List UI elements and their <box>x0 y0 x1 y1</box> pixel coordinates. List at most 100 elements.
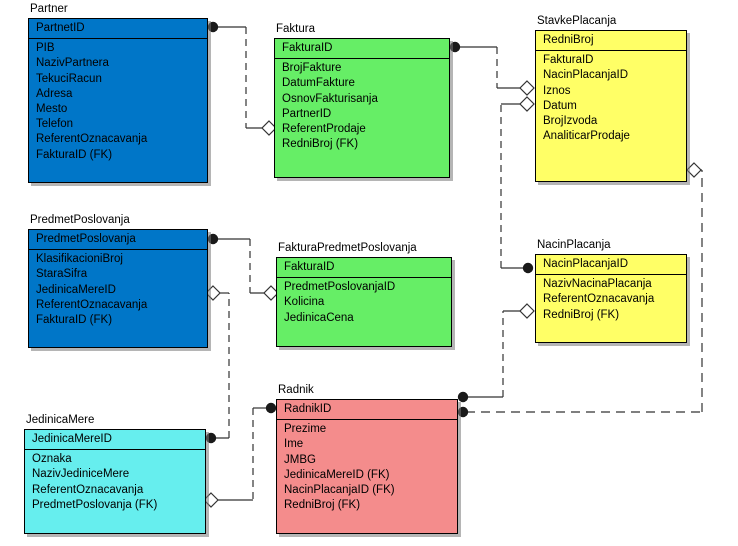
field-stavkeplacanja-attr-1: NacinPlacanjaID <box>543 69 629 82</box>
attr-section-jedinicamere: Oznaka NazivJediniceMere ReferentOznacav… <box>25 450 205 516</box>
entity-title-predmetposlovanja: PredmetPoslovanja <box>30 214 130 226</box>
pk-section-fakturapredmetposlovanja: FakturaID <box>277 258 451 279</box>
attr-section-partner: PIB NazivPartnera TekuciRacun Adresa Mes… <box>29 39 207 166</box>
pk-section-nacinplacanja: NacinPlacanjaID <box>536 255 686 276</box>
attr-section-stavkeplacanja: FakturaID NacinPlacanjaID Iznos Datum Br… <box>536 51 686 147</box>
link-partner-faktura <box>214 26 268 129</box>
entity-title-nacinplacanja: NacinPlacanja <box>537 239 611 251</box>
link-radnik-nacinplacanja <box>466 310 525 398</box>
field-stavkeplacanja-attr-2: Iznos <box>543 84 571 97</box>
field-fakturapredmetposlovanja-pk-0: FakturaID <box>284 261 335 273</box>
entity-box-predmetposlovanja[interactable]: PredmetPoslovanja KlasifikacioniBroj Sta… <box>28 229 208 348</box>
field-partner-attr-0: PIB <box>36 42 55 55</box>
field-partner-attr-3: Adresa <box>36 87 73 100</box>
entity-title-stavkeplacanja: StavkePlacanja <box>537 15 617 27</box>
field-faktura-attr-2: OsnovFakturisanja <box>282 92 378 105</box>
field-jedinicamere-attr-0: Oznaka <box>32 453 72 466</box>
field-fakturapredmetposlovanja-attr-1: Kolicina <box>284 296 325 309</box>
diamond-stavke-nacinplacanjaid <box>519 96 535 112</box>
link-radnik-jedinicamere <box>212 407 268 501</box>
field-stavkeplacanja-attr-4: BrojIzvoda <box>543 115 598 128</box>
attr-section-predmetposlovanja: KlasifikacioniBroj StaraSifra JedinicaMe… <box>29 250 207 331</box>
attr-section-radnik: Prezime Ime JMBG JedinicaMereID (FK) Nac… <box>277 420 457 516</box>
diamond-jedinicamere-predmet <box>203 492 219 508</box>
entity-box-partner[interactable]: PartnetID PIB NazivPartnera TekuciRacun … <box>28 18 208 183</box>
field-predmetposlovanja-attr-3: ReferentOznacavanja <box>36 298 148 311</box>
field-faktura-attr-0: BrojFakture <box>282 62 342 75</box>
field-nacinplacanja-attr-1: ReferentOznacavanja <box>543 293 655 306</box>
entity-title-radnik: Radnik <box>278 384 314 396</box>
field-stavkeplacanja-pk-0: RedniBroj <box>543 34 594 46</box>
field-partner-attr-4: Mesto <box>36 103 68 116</box>
dot-partner-pk <box>207 21 219 33</box>
field-partner-pk-0: PartnetID <box>36 22 85 34</box>
field-faktura-attr-5: RedniBroj (FK) <box>282 138 359 151</box>
field-nacinplacanja-attr-2: RedniBroj (FK) <box>543 308 620 321</box>
link-faktura-stavkeplacanja <box>456 46 525 89</box>
dot-faktura-pk <box>449 41 461 53</box>
field-partner-attr-1: NazivPartnera <box>36 57 109 70</box>
entity-box-radnik[interactable]: RadnikID Prezime Ime JMBG JedinicaMereID… <box>276 399 458 534</box>
field-predmetposlovanja-attr-4: FakturaID (FK) <box>36 314 113 327</box>
field-jedinicamere-attr-2: ReferentOznacavanja <box>32 483 144 496</box>
dot-predmetposlovanja-pk <box>207 233 219 245</box>
field-partner-attr-2: TekuciRacun <box>36 72 102 85</box>
field-nacinplacanja-pk-0: NacinPlacanjaID <box>543 258 629 270</box>
field-predmetposlovanja-attr-0: KlasifikacioniBroj <box>36 253 123 266</box>
pk-section-radnik: RadnikID <box>277 400 457 421</box>
field-radnik-pk-0: RadnikID <box>284 403 332 415</box>
pk-section-jedinicamere: JedinicaMereID <box>25 430 205 451</box>
field-radnik-attr-5: RedniBroj (FK) <box>284 499 361 512</box>
field-radnik-attr-4: NacinPlacanjaID (FK) <box>284 484 395 497</box>
dot-nacinplacanja-pk <box>522 262 534 274</box>
field-nacinplacanja-attr-0: NazivNacinaPlacanja <box>543 278 652 291</box>
field-partner-attr-6: ReferentOznacavanja <box>36 133 148 146</box>
field-jedinicamere-attr-1: NazivJediniceMere <box>32 468 130 481</box>
dot-radnik-pk-right-top <box>457 391 469 403</box>
field-stavkeplacanja-attr-5: AnaliticarProdaje <box>543 130 630 143</box>
field-faktura-pk-0: FakturaID <box>282 42 333 54</box>
field-radnik-attr-1: Ime <box>284 438 304 451</box>
entity-title-faktura: Faktura <box>276 23 315 35</box>
pk-section-partner: PartnetID <box>29 19 207 40</box>
field-fakturapredmetposlovanja-attr-0: PredmetPoslovanjaID <box>284 281 396 294</box>
link-nacinplacanja-stavkeplacanja <box>500 103 527 269</box>
field-fakturapredmetposlovanja-attr-2: JedinicaCena <box>284 311 354 324</box>
pk-section-faktura: FakturaID <box>275 39 449 60</box>
field-jedinicamere-pk-0: JedinicaMereID <box>32 433 112 445</box>
diamond-stavke-analiticar <box>686 162 702 178</box>
entity-title-jedinicamere: JedinicaMere <box>26 414 95 426</box>
entity-box-stavkeplacanja[interactable]: RedniBroj FakturaID NacinPlacanjaID Izno… <box>535 30 687 182</box>
diamond-stavke-fakturaid <box>519 80 535 96</box>
link-jedinicamere-predmetposlovanja <box>212 292 230 439</box>
dot-jedinicamere-pk <box>205 432 217 444</box>
field-predmetposlovanja-attr-2: JedinicaMereID <box>36 283 116 296</box>
field-faktura-attr-4: ReferentProdaje <box>282 123 366 136</box>
field-stavkeplacanja-attr-0: FakturaID <box>543 54 594 67</box>
field-partner-attr-5: Telefon <box>36 118 74 131</box>
field-jedinicamere-attr-3: PredmetPoslovanja (FK) <box>32 498 158 511</box>
field-faktura-attr-3: PartnerID <box>282 107 332 120</box>
entity-box-fakturapredmetposlovanja[interactable]: FakturaID PredmetPoslovanjaID Kolicina J… <box>276 257 452 347</box>
entity-title-fakturapredmetposlovanja: FakturaPredmetPoslovanja <box>278 242 417 254</box>
attr-section-nacinplacanja: NazivNacinaPlacanja ReferentOznacavanja … <box>536 275 686 326</box>
entity-box-faktura[interactable]: FakturaID BrojFakture DatumFakture Osnov… <box>274 38 450 178</box>
dot-radnik-pk-right-bottom <box>457 406 469 418</box>
field-faktura-attr-1: DatumFakture <box>282 77 355 90</box>
field-radnik-attr-2: JMBG <box>284 453 316 466</box>
field-stavkeplacanja-attr-3: Datum <box>543 99 577 112</box>
diamond-nacin-referent <box>519 303 535 319</box>
field-predmetposlovanja-attr-1: StaraSifra <box>36 268 88 281</box>
entity-box-nacinplacanja[interactable]: NacinPlacanjaID NazivNacinaPlacanja Refe… <box>535 254 687 343</box>
field-radnik-attr-3: JedinicaMereID (FK) <box>284 468 390 481</box>
pk-section-predmetposlovanja: PredmetPoslovanja <box>29 230 207 251</box>
field-partner-attr-7: FakturaID (FK) <box>36 148 113 161</box>
entity-box-jedinicamere[interactable]: JedinicaMereID Oznaka NazivJediniceMere … <box>24 429 206 534</box>
attr-section-fakturapredmetposlovanja: PredmetPoslovanjaID Kolicina JedinicaCen… <box>277 278 451 329</box>
diamond-predmet-jedinicamereid <box>205 285 221 301</box>
field-predmetposlovanja-pk-0: PredmetPoslovanja <box>36 233 136 245</box>
dot-radnik-pk-left <box>265 402 277 414</box>
entity-title-partner: Partner <box>30 3 68 15</box>
field-radnik-attr-0: Prezime <box>284 423 327 436</box>
